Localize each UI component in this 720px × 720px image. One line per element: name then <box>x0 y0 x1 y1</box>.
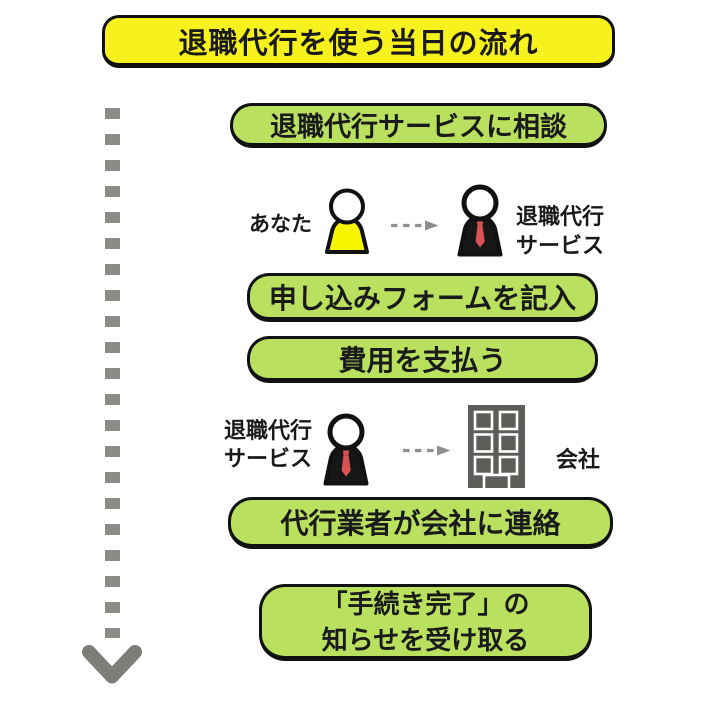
businessman-icon <box>457 184 503 257</box>
step-box-form: 申し込みフォームを記入 <box>247 273 598 322</box>
arrow-right-icon <box>391 220 439 231</box>
agency-label: 退職代行 サービス <box>224 418 313 471</box>
arrow-down-icon <box>82 645 142 684</box>
you-label: あなた <box>249 213 312 236</box>
step-box-consult: 退職代行サービスに相談 <box>230 103 607 148</box>
step-box-contact: 代行業者が会社に連絡 <box>228 497 613 549</box>
businessman-icon <box>323 413 369 486</box>
step-box-pay: 費用を支払う <box>247 336 598 383</box>
office-building-icon <box>468 405 525 488</box>
step-box-complete: 「手続き完了」の 知らせを受け取る <box>259 584 592 661</box>
timeline-dashed-line <box>105 108 120 638</box>
arrow-right-icon <box>403 445 451 456</box>
person-icon <box>325 188 369 254</box>
agency-label: 退職代行 サービス <box>516 204 605 258</box>
page-title: 退職代行を使う当日の流れ <box>102 15 615 68</box>
company-label: 会社 <box>555 447 600 472</box>
